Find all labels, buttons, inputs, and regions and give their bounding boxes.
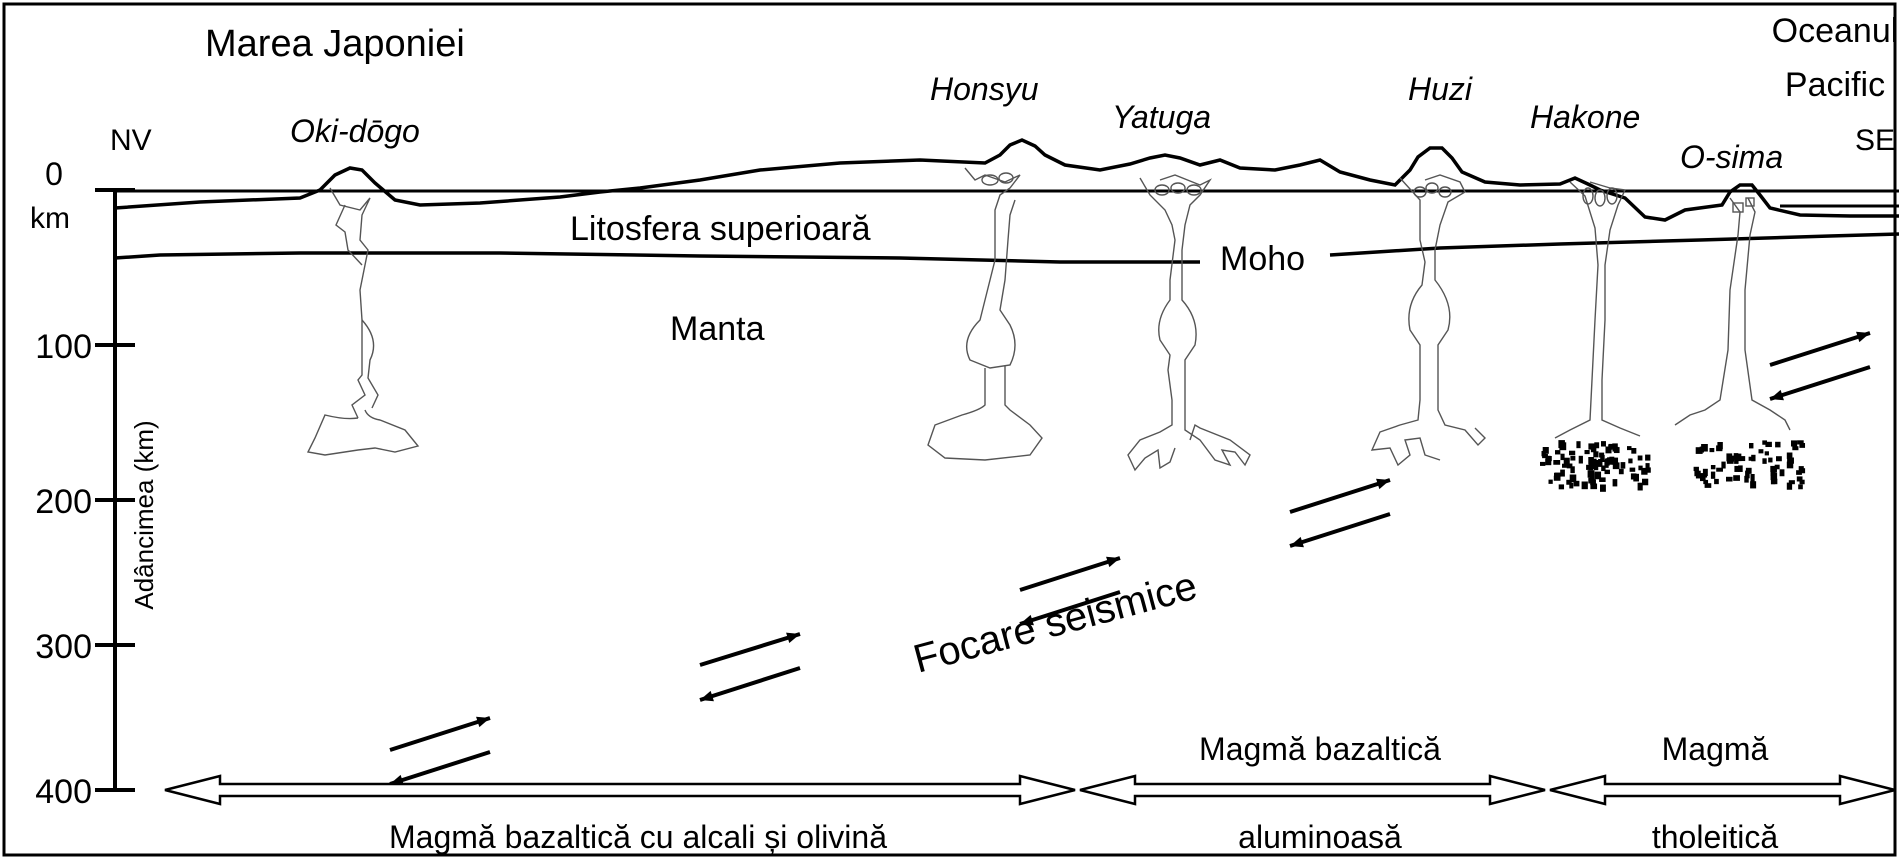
seismic-arrow-3-down bbox=[1289, 512, 1391, 548]
magma-dot-clusters bbox=[1540, 440, 1806, 492]
seismic-arrow-2-down-head bbox=[1020, 614, 1034, 626]
seismic-arrow-3-down-head bbox=[1290, 536, 1304, 548]
seismic-arrow-2-down bbox=[1019, 590, 1121, 626]
hakone-dot-cluster bbox=[1540, 440, 1651, 492]
seismic-arrow-1-up-head bbox=[786, 632, 800, 644]
seismic-arrow-2-up-head bbox=[1106, 556, 1120, 568]
volcano-label-huzi: Huzi bbox=[1408, 71, 1473, 107]
magma-zone-1-arrow bbox=[164, 774, 1076, 806]
magma-zone-3-label-line1: Magmă bbox=[1662, 731, 1769, 767]
tick-label-0: 0 bbox=[45, 156, 63, 192]
volcano-label-o-sima: O-sima bbox=[1680, 139, 1783, 175]
volcano-label-hakone: Hakone bbox=[1530, 99, 1640, 135]
magma-zone-2-label-line1: Magmă bazaltică bbox=[1199, 731, 1441, 767]
depth-axis-label: Adâncimea (km) bbox=[129, 420, 159, 609]
label-pacific: Pacific bbox=[1785, 66, 1885, 104]
seismic-arrow-3-up-head bbox=[1376, 478, 1390, 490]
seismic-arrow-2-up bbox=[1019, 556, 1121, 592]
seismic-arrow-1-down bbox=[699, 666, 801, 702]
seismic-arrow-4-up-head bbox=[1856, 331, 1870, 343]
o-sima-dot-cluster bbox=[1693, 440, 1806, 490]
seismic-arrow-4-down bbox=[1769, 365, 1871, 401]
seismic-arrow-4-down-head bbox=[1770, 389, 1784, 401]
label-moho: Moho bbox=[1220, 240, 1305, 278]
label-se: SE bbox=[1855, 124, 1895, 157]
magma-zone-3-arrow bbox=[1549, 774, 1896, 806]
magma-zone-2-arrow bbox=[1079, 774, 1546, 806]
tick-label-400: 400 bbox=[35, 773, 92, 811]
label-oceanul: Oceanul bbox=[1772, 12, 1899, 50]
seismic-arrow-0-down-head bbox=[390, 774, 404, 786]
volcano-label-honsyu: Honsyu bbox=[930, 71, 1039, 107]
seismic-arrow-1-down-head bbox=[700, 690, 714, 702]
seismic-arrow-0-up bbox=[389, 716, 491, 752]
label-focare-seismice: Focare seismice bbox=[909, 564, 1202, 682]
tick-label-200: 200 bbox=[35, 483, 92, 521]
seismic-arrow-3-up bbox=[1289, 478, 1391, 514]
tick-label-100: 100 bbox=[35, 328, 92, 366]
volcano-label-oki-dogo: Oki-dōgo bbox=[290, 113, 420, 149]
label-manta: Manta bbox=[670, 310, 765, 348]
surface-topography bbox=[114, 138, 1899, 222]
seismic-focus-arrows bbox=[389, 331, 1871, 786]
tick-label-300: 300 bbox=[35, 628, 92, 666]
label-litosfera-superioara: Litosfera superioară bbox=[570, 210, 871, 248]
magma-zone-2-label-line2: aluminoasă bbox=[1238, 819, 1402, 855]
magma-zone-arrows bbox=[164, 774, 1896, 806]
label-nv: NV bbox=[110, 124, 152, 157]
axis-unit-km: km bbox=[30, 202, 70, 235]
seismic-arrow-1-up bbox=[699, 632, 801, 667]
volcano-label-yatuga: Yatuga bbox=[1112, 99, 1211, 135]
magma-zone-3-label-line2: tholeitică bbox=[1652, 819, 1779, 855]
magma-zone-1-label: Magmă bazaltică cu alcali și olivină bbox=[389, 819, 887, 855]
seismic-arrow-4-up bbox=[1769, 331, 1871, 367]
label-marea-japoniei: Marea Japoniei bbox=[205, 23, 465, 65]
seismic-arrow-0-down bbox=[389, 750, 491, 786]
volcano-conduits bbox=[306, 167, 1791, 472]
seismic-arrow-0-up-head bbox=[476, 716, 490, 728]
